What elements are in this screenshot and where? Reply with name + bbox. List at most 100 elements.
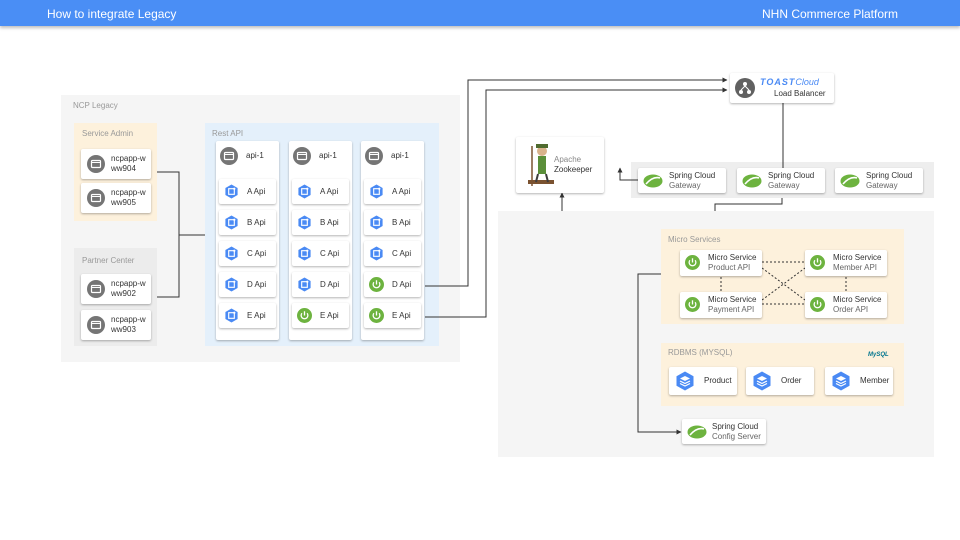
database-label: Product — [704, 376, 732, 385]
spring-power-icon — [810, 297, 825, 317]
server-icon — [365, 147, 383, 170]
api-label: E Api — [247, 311, 266, 320]
config-title: Spring Cloud — [712, 422, 759, 431]
database-card: Order — [746, 367, 814, 395]
api-label: E Api — [392, 311, 411, 320]
api-server-name: api-1 — [319, 151, 337, 160]
spring-icon — [643, 174, 663, 193]
micro-service-sub: Member API — [833, 263, 878, 272]
api-hexagon-icon — [224, 184, 239, 204]
load-balancer-card: TOASTCloud Load Balancer — [730, 73, 834, 103]
mysql-logo: MySQL — [868, 352, 889, 358]
server-name-line2: ww905 — [111, 198, 136, 207]
micro-service-sub: Payment API — [708, 305, 755, 314]
api-card: B Api — [292, 210, 349, 235]
gateway-sub: Gateway — [669, 181, 701, 190]
database-label: Order — [781, 376, 802, 385]
api-label: B Api — [392, 218, 411, 227]
api-card: E Api — [219, 303, 276, 328]
api-label: A Api — [247, 187, 266, 196]
server-name-line2: ww904 — [111, 164, 136, 173]
server-icon — [87, 316, 105, 334]
micro-services-label: Micro Services — [668, 235, 721, 244]
page-title: How to integrate Legacy — [47, 7, 177, 21]
zookeeper-label: Zookeeper — [554, 165, 593, 174]
spring-power-icon — [369, 277, 384, 297]
api-card: A Api — [219, 179, 276, 204]
load-balancer-icon — [735, 78, 755, 98]
database-icon — [675, 371, 695, 396]
api-label: C Api — [247, 249, 267, 258]
server-name-line1: ncpapp-w — [111, 188, 146, 197]
server-icon — [293, 147, 311, 170]
zookeeper-apache-label: Apache — [554, 155, 582, 164]
micro-service-title: Micro Service — [833, 295, 882, 304]
api-card: B Api — [219, 210, 276, 235]
server-name-line2: ww903 — [111, 325, 136, 334]
api-card: D Api — [364, 272, 421, 297]
config-sub: Config Server — [712, 432, 761, 441]
api-hexagon-icon — [297, 184, 312, 204]
server-name-line1: ncpapp-w — [111, 154, 146, 163]
spring-icon — [742, 174, 762, 193]
micro-service-sub: Order API — [833, 305, 869, 314]
api-label: C Api — [392, 249, 412, 258]
api-hexagon-icon — [369, 184, 384, 204]
api-label: B Api — [247, 218, 266, 227]
micro-service-title: Micro Service — [708, 295, 757, 304]
api-server-name: api-1 — [391, 151, 409, 160]
spring-icon — [840, 174, 860, 193]
zookeeper-card: Apache Zookeeper — [516, 137, 604, 193]
server-name-line1: ncpapp-w — [111, 279, 146, 288]
api-hexagon-icon — [369, 215, 384, 235]
api-label: A Api — [392, 187, 411, 196]
gateway-sub: Gateway — [866, 181, 898, 190]
spring-power-icon — [685, 255, 700, 275]
ncp-legacy-label: NCP Legacy — [73, 101, 118, 110]
server-icon — [87, 189, 105, 207]
spring-power-icon — [810, 255, 825, 275]
toast-cloud-logo-word2: Cloud — [795, 77, 819, 87]
api-card: D Api — [292, 272, 349, 297]
gateway-title: Spring Cloud — [866, 171, 913, 180]
spring-icon — [687, 425, 707, 439]
server-icon — [220, 147, 238, 170]
api-label: A Api — [320, 187, 339, 196]
brand-name: NHN Commerce Platform — [762, 7, 899, 21]
database-card: Product — [669, 367, 737, 395]
load-balancer-label: Load Balancer — [774, 89, 826, 98]
spring-power-icon — [297, 308, 312, 328]
toast-cloud-logo: TOASTCloud — [760, 77, 819, 87]
api-hexagon-icon — [297, 246, 312, 266]
api-card: C Api — [292, 241, 349, 266]
api-hexagon-icon — [224, 308, 239, 328]
api-card: E Api — [364, 303, 421, 328]
micro-service-title: Micro Service — [708, 253, 757, 262]
database-icon — [831, 371, 851, 396]
api-hexagon-icon — [224, 246, 239, 266]
database-card: Member — [825, 367, 893, 395]
api-label: E Api — [320, 311, 339, 320]
database-label: Member — [860, 376, 890, 385]
api-label: D Api — [320, 280, 340, 289]
api-hexagon-icon — [224, 277, 239, 297]
database-icon — [752, 371, 772, 396]
api-card: B Api — [364, 210, 421, 235]
api-hexagon-icon — [297, 215, 312, 235]
rest-api-label: Rest API — [212, 129, 244, 138]
server-icon — [87, 280, 105, 298]
api-card: C Api — [364, 241, 421, 266]
api-card: D Api — [219, 272, 276, 297]
api-label: D Api — [392, 280, 412, 289]
